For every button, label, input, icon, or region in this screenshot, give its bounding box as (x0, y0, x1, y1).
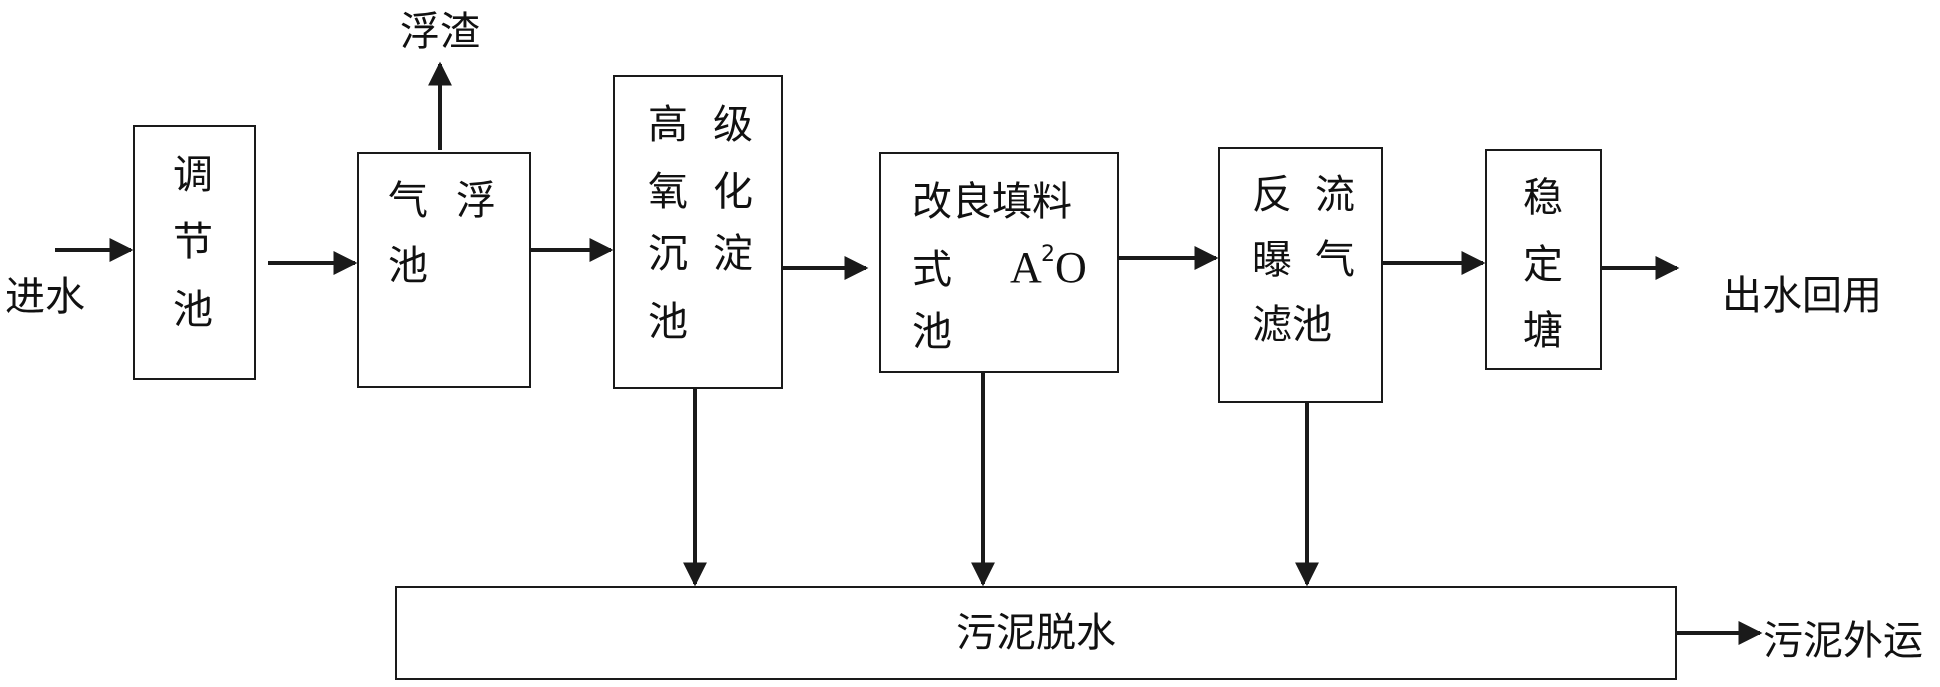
stabilization-pond-char-1: 稳 (1523, 175, 1563, 221)
stabilization-pond-char-2: 定 (1523, 242, 1563, 288)
regulating-tank-char-2: 节 (173, 219, 213, 265)
advanced-oxidation-char-1: 高 (648, 102, 688, 148)
stabilization-pond-char-3: 塘 (1523, 308, 1563, 354)
regulating-tank-char-3: 池 (173, 287, 213, 333)
a2o-line-1: 改良填料 (912, 179, 1072, 225)
a2o-line-2-letter-o: O (1055, 243, 1087, 292)
air-flotation-box (357, 152, 531, 388)
scum-label: 浮渣 (400, 9, 480, 55)
advanced-oxidation-char-4: 化 (713, 169, 753, 215)
a2o-superscript-2: 2 (1041, 242, 1055, 267)
baf-char-1: 反 (1252, 172, 1292, 218)
inlet-label: 进水 (5, 274, 85, 320)
advanced-oxidation-char-3: 氧 (648, 169, 688, 215)
a2o-line-2-letter-a: A (1010, 243, 1042, 292)
a2o-line-3: 池 (912, 309, 952, 355)
air-flotation-char-2: 浮 (456, 178, 496, 224)
regulating-tank-char-1: 调 (173, 152, 213, 198)
air-flotation-char-3: 池 (388, 243, 428, 289)
a2o-tank-box (879, 152, 1119, 373)
outlet-label: 出水回用 (1722, 273, 1882, 319)
advanced-oxidation-char-2: 级 (713, 102, 753, 148)
baf-char-3: 曝 (1252, 237, 1292, 283)
advanced-oxidation-box (613, 75, 783, 389)
stabilization-pond-box (1485, 149, 1602, 370)
baf-char-4: 气 (1315, 237, 1355, 283)
air-flotation-char-1: 气 (388, 178, 428, 224)
baf-char-2: 流 (1315, 172, 1355, 218)
advanced-oxidation-char-6: 淀 (713, 231, 753, 277)
advanced-oxidation-char-5: 沉 (648, 231, 688, 277)
regulating-tank-box (133, 125, 256, 380)
sludge-dewatering-label: 污泥脱水 (956, 610, 1116, 656)
baf-box (1218, 147, 1383, 403)
advanced-oxidation-char-7: 池 (648, 299, 688, 345)
a2o-line-2-prefix: 式 (912, 247, 952, 293)
sludge-dewatering-box (395, 586, 1677, 680)
baf-char-5: 滤池 (1252, 302, 1332, 348)
sludge-out-label: 污泥外运 (1763, 618, 1923, 664)
